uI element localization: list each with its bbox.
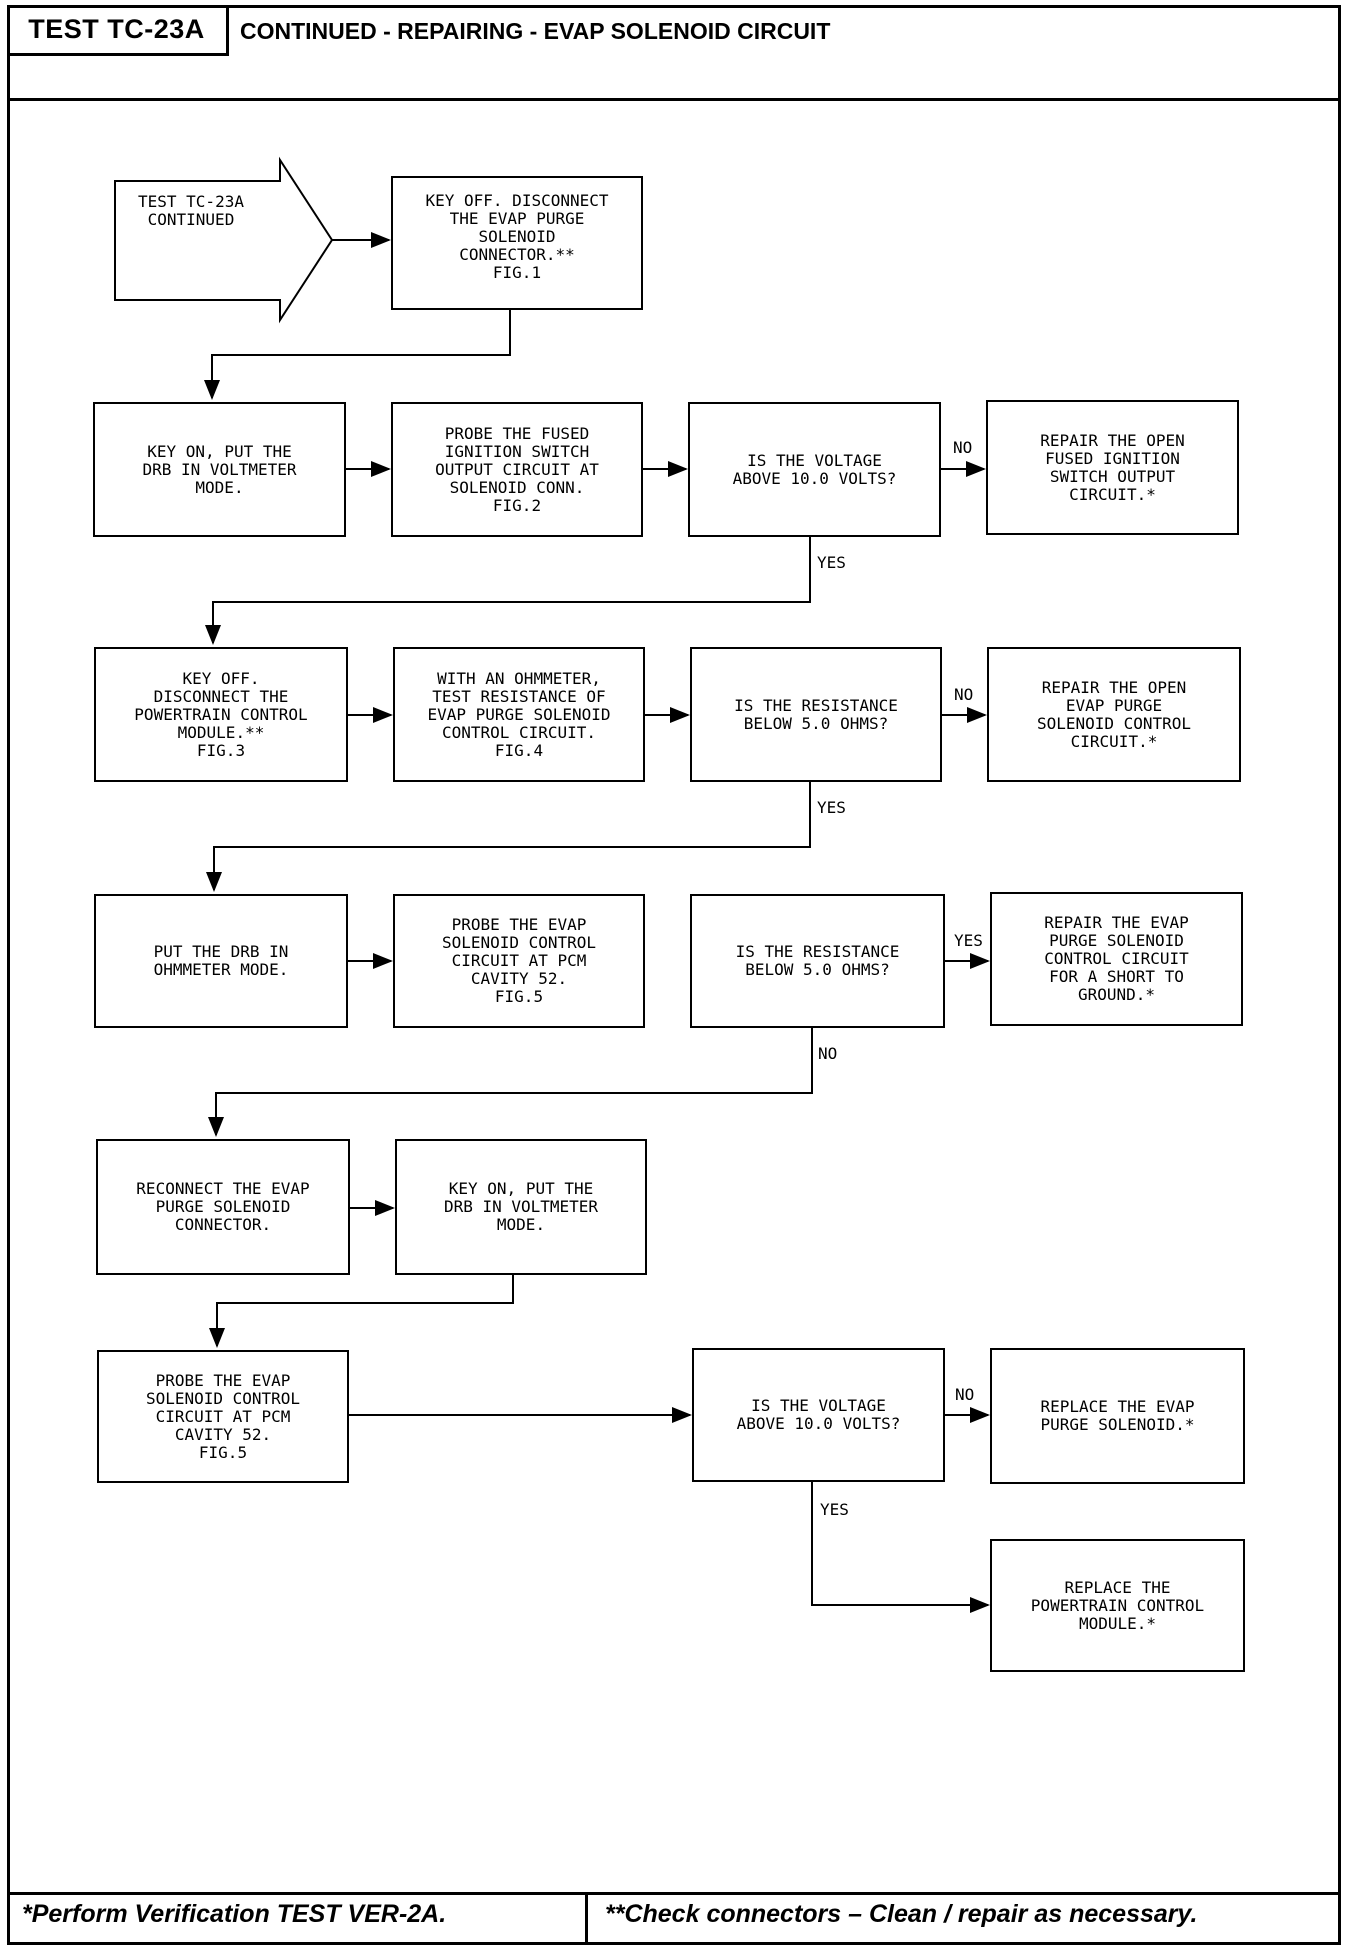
- result-repair-open-control: REPAIR THE OPEN EVAP PURGE SOLENOID CONT…: [987, 647, 1241, 782]
- page-title: CONTINUED - REPAIRING - EVAP SOLENOID CI…: [240, 18, 831, 44]
- step-disconnect-solenoid: KEY OFF. DISCONNECT THE EVAP PURGE SOLEN…: [391, 176, 643, 310]
- step-disconnect-pcm: KEY OFF. DISCONNECT THE POWERTRAIN CONTR…: [94, 647, 348, 782]
- step-reconnect-solenoid: RECONNECT THE EVAP PURGE SOLENOID CONNEC…: [96, 1139, 350, 1275]
- branch-no-2: NO: [954, 685, 974, 704]
- page-frame: [7, 5, 1341, 1945]
- decision-resistance-below-5-b: IS THE RESISTANCE BELOW 5.0 OHMS?: [690, 894, 945, 1028]
- branch-yes-1: YES: [817, 553, 846, 572]
- result-repair-short-to-ground: REPAIR THE EVAP PURGE SOLENOID CONTROL C…: [990, 892, 1243, 1026]
- result-replace-solenoid: REPLACE THE EVAP PURGE SOLENOID.*: [990, 1348, 1245, 1484]
- result-replace-pcm: REPLACE THE POWERTRAIN CONTROL MODULE.*: [990, 1539, 1245, 1672]
- start-label: TEST TC-23A CONTINUED: [138, 192, 244, 229]
- decision-voltage-above-10-b: IS THE VOLTAGE ABOVE 10.0 VOLTS?: [692, 1348, 945, 1482]
- footer-divider: [7, 1892, 1341, 1895]
- decision-resistance-below-5-a: IS THE RESISTANCE BELOW 5.0 OHMS?: [690, 647, 942, 782]
- footnote-check-connectors: **Check connectors – Clean / repair as n…: [605, 1900, 1198, 1928]
- step-ohmmeter-test: WITH AN OHMMETER, TEST RESISTANCE OF EVA…: [393, 647, 645, 782]
- decision-voltage-above-10: IS THE VOLTAGE ABOVE 10.0 VOLTS?: [688, 402, 941, 537]
- step-key-on-voltmeter: KEY ON, PUT THE DRB IN VOLTMETER MODE.: [395, 1139, 647, 1275]
- footer-separator: [585, 1892, 588, 1945]
- step-drb-voltmeter-mode: KEY ON, PUT THE DRB IN VOLTMETER MODE.: [93, 402, 346, 537]
- footnote-verification: *Perform Verification TEST VER-2A.: [22, 1900, 447, 1928]
- step-probe-fused-ignition: PROBE THE FUSED IGNITION SWITCH OUTPUT C…: [391, 402, 643, 537]
- branch-no-4: NO: [955, 1385, 975, 1404]
- branch-yes-3: YES: [954, 931, 983, 950]
- branch-no-1: NO: [953, 438, 973, 457]
- branch-no-3: NO: [818, 1044, 838, 1063]
- test-id: TEST TC-23A: [7, 5, 229, 56]
- branch-yes-4: YES: [820, 1500, 849, 1519]
- step-probe-pcm-cavity-52: PROBE THE EVAP SOLENOID CONTROL CIRCUIT …: [393, 894, 645, 1028]
- header-divider: [7, 98, 1341, 101]
- branch-yes-2: YES: [817, 798, 846, 817]
- result-repair-fused-ignition: REPAIR THE OPEN FUSED IGNITION SWITCH OU…: [986, 400, 1239, 535]
- step-probe-pcm-cavity-52-voltage: PROBE THE EVAP SOLENOID CONTROL CIRCUIT …: [97, 1350, 349, 1483]
- step-drb-ohmmeter-mode: PUT THE DRB IN OHMMETER MODE.: [94, 894, 348, 1028]
- start-arrow-shape: [114, 156, 334, 324]
